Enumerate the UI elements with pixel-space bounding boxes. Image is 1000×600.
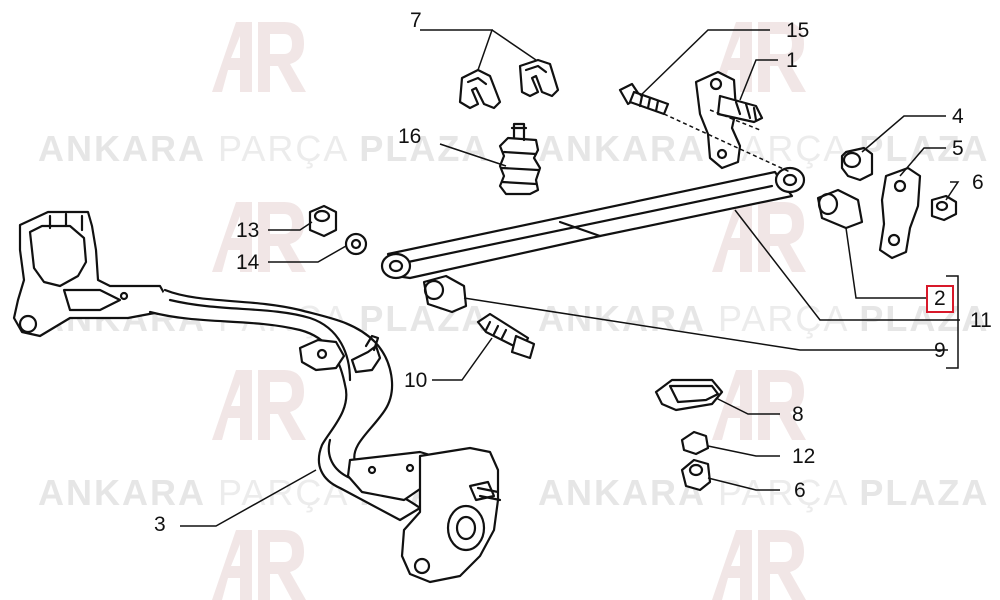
watermark-logo	[212, 22, 306, 92]
bolt-part-10	[476, 312, 536, 360]
watermark-logo	[212, 370, 306, 440]
leader-lines	[180, 29, 960, 527]
bolt-part-15	[618, 82, 670, 116]
watermark-text: ANKARA PARÇA PLAZA	[538, 298, 990, 339]
callout-6-top[interactable]: 6	[972, 171, 984, 194]
callout-1[interactable]: 1	[786, 49, 798, 72]
callout-3[interactable]: 3	[154, 513, 166, 536]
callout-16[interactable]: 16	[398, 125, 422, 148]
watermark-logo	[712, 202, 806, 272]
nut-part-13	[308, 204, 338, 238]
callout-11[interactable]: 11	[970, 309, 992, 332]
bushing-part-2	[816, 188, 864, 230]
panhard-rod-part	[380, 166, 806, 280]
watermark-logo	[212, 530, 306, 600]
axle-beam-part	[12, 210, 502, 584]
callout-9[interactable]: 9	[934, 339, 946, 362]
callout-2-highlight[interactable]: 2	[926, 285, 954, 313]
bushing-part-9	[422, 274, 468, 314]
body-bracket-part	[694, 70, 764, 170]
plate-part-5	[878, 166, 922, 260]
callout-4[interactable]: 4	[952, 105, 964, 128]
nut-part-6-bottom	[680, 458, 712, 492]
callout-8[interactable]: 8	[792, 403, 804, 426]
callout-10[interactable]: 10	[404, 369, 428, 392]
callout-14[interactable]: 14	[236, 251, 260, 274]
nut-part-12	[680, 430, 710, 456]
callout-5[interactable]: 5	[952, 137, 964, 160]
callout-15[interactable]: 15	[786, 19, 810, 42]
callout-6-bottom[interactable]: 6	[794, 479, 806, 502]
callout-12[interactable]: 12	[792, 445, 816, 468]
callout-7[interactable]: 7	[410, 9, 422, 32]
watermark-logo	[712, 530, 806, 600]
callout-13[interactable]: 13	[236, 219, 260, 242]
watermark-text: ANKARA PARÇA PLAZA	[38, 128, 490, 169]
washer-part-14	[344, 232, 368, 256]
nut-part-6-top	[930, 194, 958, 222]
bump-stop-part	[498, 122, 542, 196]
bushing-part-4	[840, 146, 874, 182]
clip-part-7	[458, 58, 560, 110]
watermark-text: ANKARA PARÇA PLAZA	[538, 472, 990, 513]
plate-part-8	[654, 378, 724, 412]
